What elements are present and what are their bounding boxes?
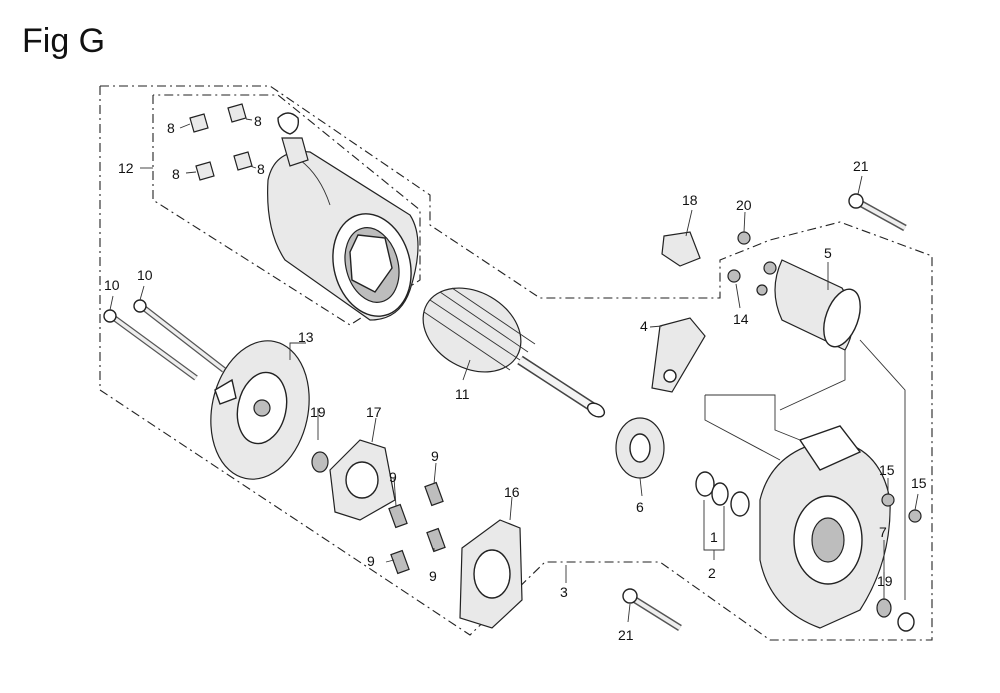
figure-title: Fig G [22, 22, 106, 60]
brush-parts [189, 103, 253, 181]
brush-holder [329, 439, 396, 521]
callout-8: 8 [172, 166, 180, 182]
callout-21: 21 [618, 627, 634, 643]
callout-15: 15 [911, 475, 927, 491]
callout-16: 16 [504, 484, 520, 500]
callout-9: 9 [429, 568, 437, 584]
callout-9: 9 [367, 553, 375, 569]
springs [388, 481, 446, 575]
solenoid [727, 231, 861, 351]
callout-6: 6 [636, 499, 644, 515]
callout-3: 3 [560, 584, 568, 600]
callout-12: 12 [118, 160, 134, 176]
through-bolts [103, 299, 226, 381]
assembly-lines [704, 339, 906, 600]
callout-8: 8 [257, 161, 265, 177]
callout-17: 17 [366, 404, 382, 420]
assembly-outline [99, 85, 933, 641]
callout-8: 8 [167, 120, 175, 136]
callout-2: 2 [708, 565, 716, 581]
callout-1: 1 [710, 529, 718, 545]
callout-8: 8 [254, 113, 262, 129]
callout-5: 5 [824, 245, 832, 261]
callout-labels: 12 8 8 8 8 10 10 13 19 17 11 9 9 9 9 16 … [104, 113, 927, 643]
callout-11: 11 [455, 386, 470, 402]
yoke-assembly [152, 94, 421, 326]
callout-4: 4 [640, 318, 648, 334]
commutator-plate [459, 519, 523, 629]
callout-15: 15 [879, 462, 895, 478]
shift-lever [651, 317, 706, 393]
callout-9: 9 [431, 448, 439, 464]
callout-10: 10 [137, 267, 153, 283]
callout-21: 21 [853, 158, 869, 174]
housing-bolts [622, 193, 907, 631]
callout-13: 13 [298, 329, 314, 345]
callout-19: 19 [310, 404, 326, 420]
lever-holder [661, 231, 701, 267]
callout-10: 10 [104, 277, 120, 293]
callout-20: 20 [736, 197, 752, 213]
callout-7: 7 [879, 524, 887, 540]
pinion-gear [615, 417, 750, 517]
callout-18: 18 [682, 192, 698, 208]
callout-19: 19 [877, 573, 893, 589]
armature [422, 287, 606, 418]
leader-lines [109, 118, 919, 623]
rear-cover [210, 340, 329, 480]
front-housing [759, 425, 922, 632]
callout-14: 14 [733, 311, 749, 327]
callout-9: 9 [389, 469, 397, 485]
